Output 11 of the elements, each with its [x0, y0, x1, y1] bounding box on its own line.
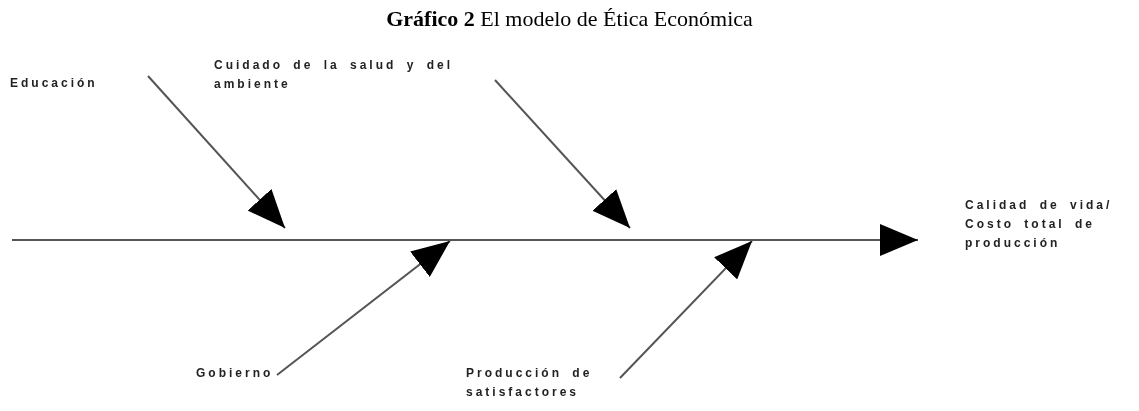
cause-label: Cuidado de la salud y del ambiente	[214, 57, 454, 93]
cause-label: Educación	[10, 75, 98, 92]
spine-arrow	[11, 224, 919, 256]
figure-title: Gráfico 2 El modelo de Ética Económica	[386, 6, 753, 32]
arrow	[494, 79, 631, 229]
arrow	[276, 240, 451, 376]
arrow	[619, 240, 753, 379]
effect-label: Calidad de vida/ Costo total de producción	[965, 197, 1114, 252]
cause-label: Gobierno	[196, 365, 274, 382]
cause-label: Producción de satisfactores	[466, 365, 594, 401]
arrow	[147, 75, 286, 229]
